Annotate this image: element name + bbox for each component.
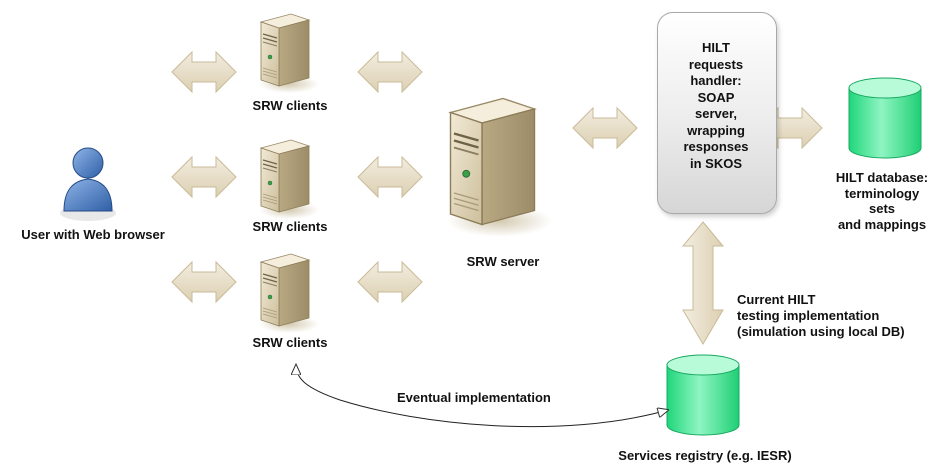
hilt-handler-line: server, (695, 106, 737, 121)
current-note-line: (simulation using local DB) (737, 324, 905, 339)
hilt-handler-line: in SKOS (689, 155, 742, 171)
hilt-database-line: terminology (844, 185, 920, 201)
current-note-line: Current HILT (737, 292, 816, 307)
hilt-handler-line: requests (688, 56, 744, 72)
user-client-1-arrow (171, 51, 237, 93)
srw-client-1-label: SRW clients (252, 98, 328, 113)
hilt-handler-line: responses (683, 139, 749, 154)
services-registry-icon (666, 354, 740, 436)
hilt-database-line: HILT database: (835, 170, 929, 185)
hilt-handler-line: handler: (690, 73, 742, 88)
services-registry-label: Services registry (e.g. IESR) (618, 448, 792, 463)
client-2-server-arrow (357, 156, 423, 198)
user-icon (60, 147, 116, 221)
current-note-line: testing implementation (737, 308, 880, 323)
server-handler-arrow (572, 107, 638, 149)
hilt-handler-line: SOAP (697, 89, 735, 105)
eventual-implementation-connector (296, 365, 668, 428)
hilt-database-line: and mappings (837, 216, 927, 232)
hilt-handler-line: wrapping (687, 122, 745, 138)
srw-server-icon (445, 97, 554, 238)
hilt-database-label: HILT database: terminology sets and mapp… (826, 170, 938, 232)
user-client-2-arrow (171, 156, 237, 198)
hilt-handler-line: HILT (702, 40, 730, 55)
eventual-implementation-label: Eventual implementation (397, 390, 551, 405)
srw-client-1-icon (258, 13, 320, 94)
handler-registry-arrow (681, 221, 725, 345)
srw-server-label: SRW server (466, 254, 540, 269)
hilt-handler-label: HILT requests handler: SOAP server, wrap… (657, 40, 775, 172)
srw-client-2-icon (258, 139, 320, 220)
current-implementation-note: Current HILT testing implementation (sim… (737, 292, 905, 340)
srw-client-3-label: SRW clients (252, 335, 328, 350)
user-client-3-arrow (171, 261, 237, 303)
hilt-handler-box (657, 12, 777, 214)
client-3-server-arrow (357, 261, 423, 303)
hilt-database-icon (848, 77, 922, 159)
hilt-database-line: sets (868, 201, 896, 216)
srw-client-3-icon (258, 253, 320, 334)
client-1-server-arrow (357, 51, 423, 93)
user-label: User with Web browser (21, 227, 165, 242)
srw-client-2-label: SRW clients (252, 219, 328, 234)
